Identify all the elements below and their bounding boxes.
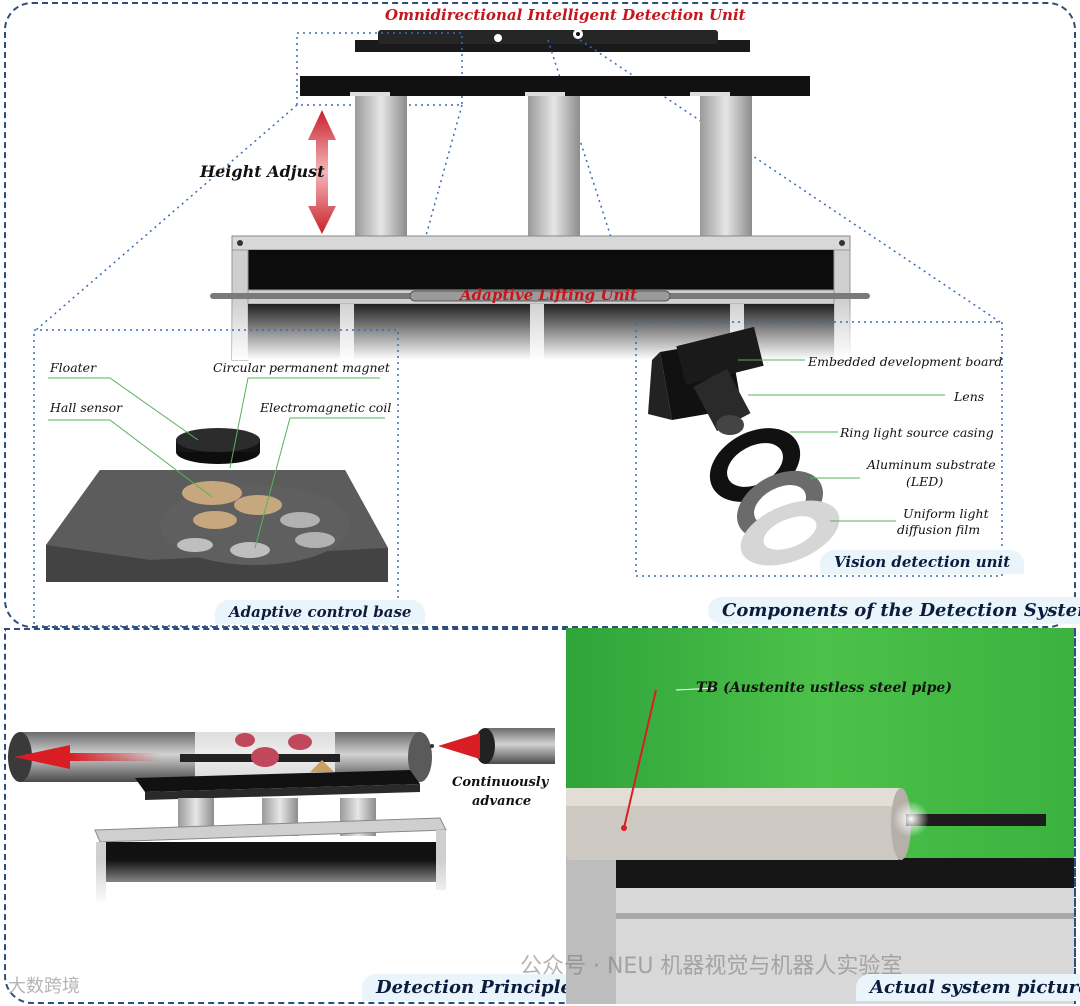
hall-sensor-label: Hall sensor bbox=[50, 400, 122, 415]
height-adjust-label: Height Adjust bbox=[200, 162, 325, 181]
watermark-left: 大数跨境 bbox=[8, 972, 80, 998]
advance-label-2: advance bbox=[472, 794, 531, 809]
detection-unit-bar bbox=[355, 29, 750, 52]
substrate-label-2: (LED) bbox=[906, 474, 943, 489]
substrate-label-1: Aluminum substrate bbox=[867, 457, 996, 472]
control-base-illustration bbox=[46, 428, 388, 582]
advance-label-1: Continuously bbox=[452, 775, 548, 790]
coil-label: Electromagnetic coil bbox=[260, 400, 391, 415]
control-base-caption: Adaptive control base bbox=[215, 600, 425, 624]
board-label: Embedded development board bbox=[808, 354, 1002, 369]
film-label-1: Uniform light bbox=[903, 506, 989, 521]
magnet-label: Circular permanent magnet bbox=[213, 360, 390, 375]
lifting-pillars bbox=[355, 96, 752, 238]
ring-label: Ring light source casing bbox=[840, 425, 994, 440]
lifting-unit-title: Adaptive Lifting Unit bbox=[460, 286, 637, 304]
tb-label: TB (Austenite ustless steel pipe) bbox=[696, 680, 952, 696]
vision-caption: Vision detection unit bbox=[820, 550, 1024, 574]
lens-label: Lens bbox=[954, 389, 984, 404]
detection-unit-title: Omnidirectional Intelligent Detection Un… bbox=[385, 6, 746, 24]
watermark-right: 公众号 · NEU 机器视觉与机器人实验室 bbox=[520, 948, 902, 980]
film-label-2: diffusion film bbox=[897, 522, 980, 537]
components-caption: Components of the Detection System bbox=[708, 597, 1080, 624]
floater-label: Floater bbox=[50, 360, 96, 375]
